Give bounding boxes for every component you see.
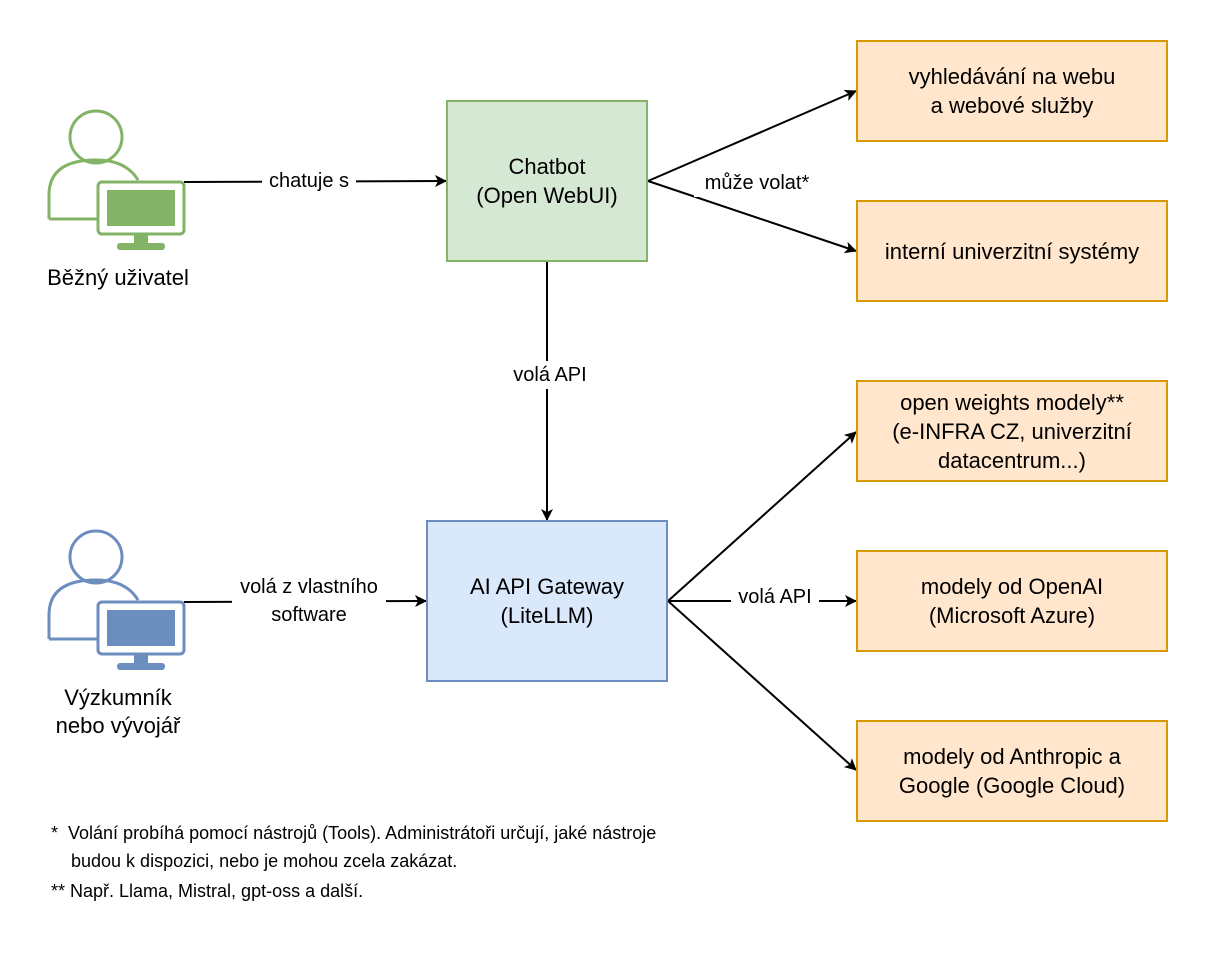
footnote-models: ** Např. Llama, Mistral, gpt-oss a další… <box>51 881 364 901</box>
anthropic-node: modely od Anthropic a Google (Google Clo… <box>856 720 1168 822</box>
edge-label-vola-api-models: volá API <box>731 583 819 611</box>
edge-label-muze-volat: může volat* <box>694 169 820 197</box>
edge-chatbot-internal <box>647 180 857 254</box>
gateway-node: AI API Gateway (LiteLLM) <box>426 520 668 682</box>
edge-label-chatuje: chatuje s <box>262 167 356 195</box>
openai-node: modely od OpenAI (Microsoft Azure) <box>856 550 1168 652</box>
open-weights-node: open weights modely** (e-INFRA CZ, unive… <box>856 380 1168 482</box>
footnote-tools: * Volání probíhá pomocí nástrojů (Tools)… <box>51 823 657 871</box>
researcher-label: Výzkumník nebo vývojář <box>55 685 181 738</box>
user-label: Běžný uživatel <box>47 265 189 290</box>
web-services-node: vyhledávání na webu a webové služby <box>856 40 1168 142</box>
researcher-computer-icon <box>47 529 186 670</box>
edge-label-vola-z-vlastniho: volá z vlastního software <box>232 573 386 629</box>
edge-label-vola-api-chatbot: volá API <box>504 361 596 389</box>
edge-gateway-openweights <box>667 431 857 602</box>
edge-gateway-anthropic <box>667 600 857 771</box>
edge-chatbot-web <box>647 89 857 182</box>
chatbot-node: Chatbot (Open WebUI) <box>446 100 648 262</box>
user-computer-icon <box>47 109 186 250</box>
internal-systems-node: interní univerzitní systémy <box>856 200 1168 302</box>
